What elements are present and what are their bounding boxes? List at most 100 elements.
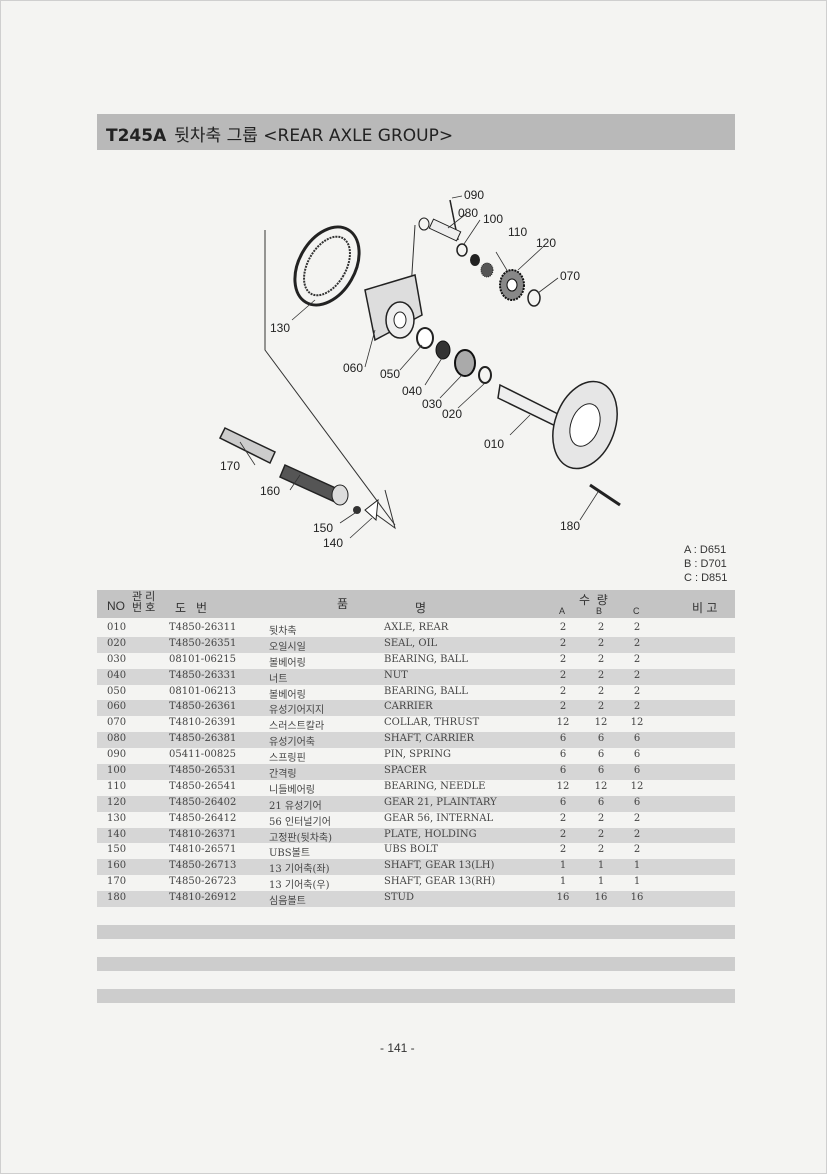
qty-c: 12	[630, 780, 644, 792]
part-no: 170	[107, 876, 127, 888]
qty-b: 1	[597, 860, 605, 872]
part-name-korean: 56 인터널기어	[269, 816, 331, 828]
page-number: - 141 -	[380, 1041, 415, 1055]
part-name-korean: 고정판(뒷차축)	[269, 832, 333, 844]
qty-a: 2	[559, 701, 567, 713]
part-no: 160	[107, 860, 127, 872]
header-drawing-no: 도 번	[175, 601, 208, 615]
part-no: 020	[107, 637, 127, 649]
qty-c: 12	[630, 717, 644, 729]
qty-b: 6	[597, 796, 605, 808]
part-name-korean: 21 유성기어	[269, 800, 322, 812]
header-management-no-top: 관 리	[132, 591, 156, 603]
part-name-korean: 유성기어축	[269, 737, 315, 749]
part-name-korean: 유성기어지지	[269, 705, 325, 717]
callout-170: 170	[220, 459, 240, 473]
qty-b: 2	[597, 653, 605, 665]
part-no: 010	[107, 622, 127, 633]
part-no: 050	[107, 685, 127, 697]
part-name-korean: 심음볼트	[269, 896, 306, 908]
callout-180: 180	[560, 519, 580, 533]
part-name-english: UBS BOLT	[384, 844, 439, 856]
callout-060: 060	[343, 361, 363, 375]
model-variant-legend: A : D651 B : D701 C : D851	[684, 543, 727, 585]
blank-row-band	[97, 925, 735, 939]
qty-b: 2	[597, 622, 605, 633]
part-name-english: NUT	[384, 669, 408, 681]
drawing-number: 05411-00825	[169, 749, 237, 761]
header-qty-b: B	[596, 606, 603, 616]
drawing-number: T4850-26531	[169, 765, 237, 777]
header-part-name-right: 명	[415, 601, 427, 615]
qty-a: 6	[559, 733, 567, 745]
qty-a: 6	[559, 749, 567, 761]
part-name-english: SHAFT, CARRIER	[384, 733, 474, 745]
variant-b: B : D701	[684, 558, 727, 570]
qty-b: 2	[597, 844, 605, 856]
header-management-no-bottom: 번 호	[132, 602, 156, 614]
callout-090: 090	[464, 188, 484, 202]
drawing-number: T4850-26402	[169, 796, 237, 808]
callout-160: 160	[260, 484, 280, 498]
qty-a: 2	[559, 844, 567, 856]
header-band	[97, 114, 735, 150]
qty-c: 1	[633, 860, 641, 872]
qty-a: 2	[559, 685, 567, 697]
drawing-number: T4850-26412	[169, 812, 237, 824]
drawing-number: T4850-26361	[169, 701, 237, 713]
part-no: 090	[107, 749, 127, 761]
qty-c: 2	[633, 669, 641, 681]
drawing-number: T4850-26723	[169, 876, 237, 888]
drawing-number: T4810-26391	[169, 717, 237, 729]
qty-a: 1	[559, 860, 567, 872]
part-name-english: CARRIER	[384, 701, 433, 713]
qty-a: 1	[559, 876, 567, 888]
qty-c: 6	[633, 765, 641, 777]
header-qty-c: C	[633, 606, 640, 616]
qty-b: 2	[597, 637, 605, 649]
qty-a: 2	[559, 812, 567, 824]
part-name-english: AXLE, REAR	[384, 622, 449, 633]
part-name-korean: 스러스트칼라	[269, 721, 325, 733]
part-name-english: SPACER	[384, 765, 427, 777]
qty-b: 2	[597, 701, 605, 713]
qty-c: 16	[630, 892, 644, 904]
part-no: 120	[107, 796, 127, 808]
callout-070: 070	[560, 269, 580, 283]
header-remarks: 비 고	[692, 601, 718, 615]
part-name-english: COLLAR, THRUST	[384, 717, 480, 729]
blank-row-band	[97, 957, 735, 971]
qty-c: 2	[633, 622, 641, 633]
part-name-korean: 볼베어링	[269, 689, 306, 701]
part-no: 080	[107, 733, 127, 745]
header-qty-a: A	[559, 606, 566, 616]
drawing-number: T4850-26311	[169, 622, 237, 633]
qty-c: 6	[633, 733, 641, 745]
drawing-number: T4850-26331	[169, 669, 237, 681]
qty-b: 6	[597, 765, 605, 777]
drawing-number: 08101-06215	[169, 653, 237, 665]
drawing-number: T4850-26541	[169, 780, 237, 792]
part-name-english: SHAFT, GEAR 13(RH)	[384, 876, 496, 888]
qty-c: 2	[633, 828, 641, 840]
part-name-korean: 볼베어링	[269, 657, 306, 669]
header-no: NO	[107, 599, 125, 613]
part-name-english: SEAL, OIL	[384, 637, 438, 649]
callout-150: 150	[313, 521, 333, 535]
qty-a: 12	[556, 717, 570, 729]
part-name-korean: 오일시일	[269, 641, 306, 653]
part-no: 070	[107, 717, 127, 729]
callout-050: 050	[380, 367, 400, 381]
